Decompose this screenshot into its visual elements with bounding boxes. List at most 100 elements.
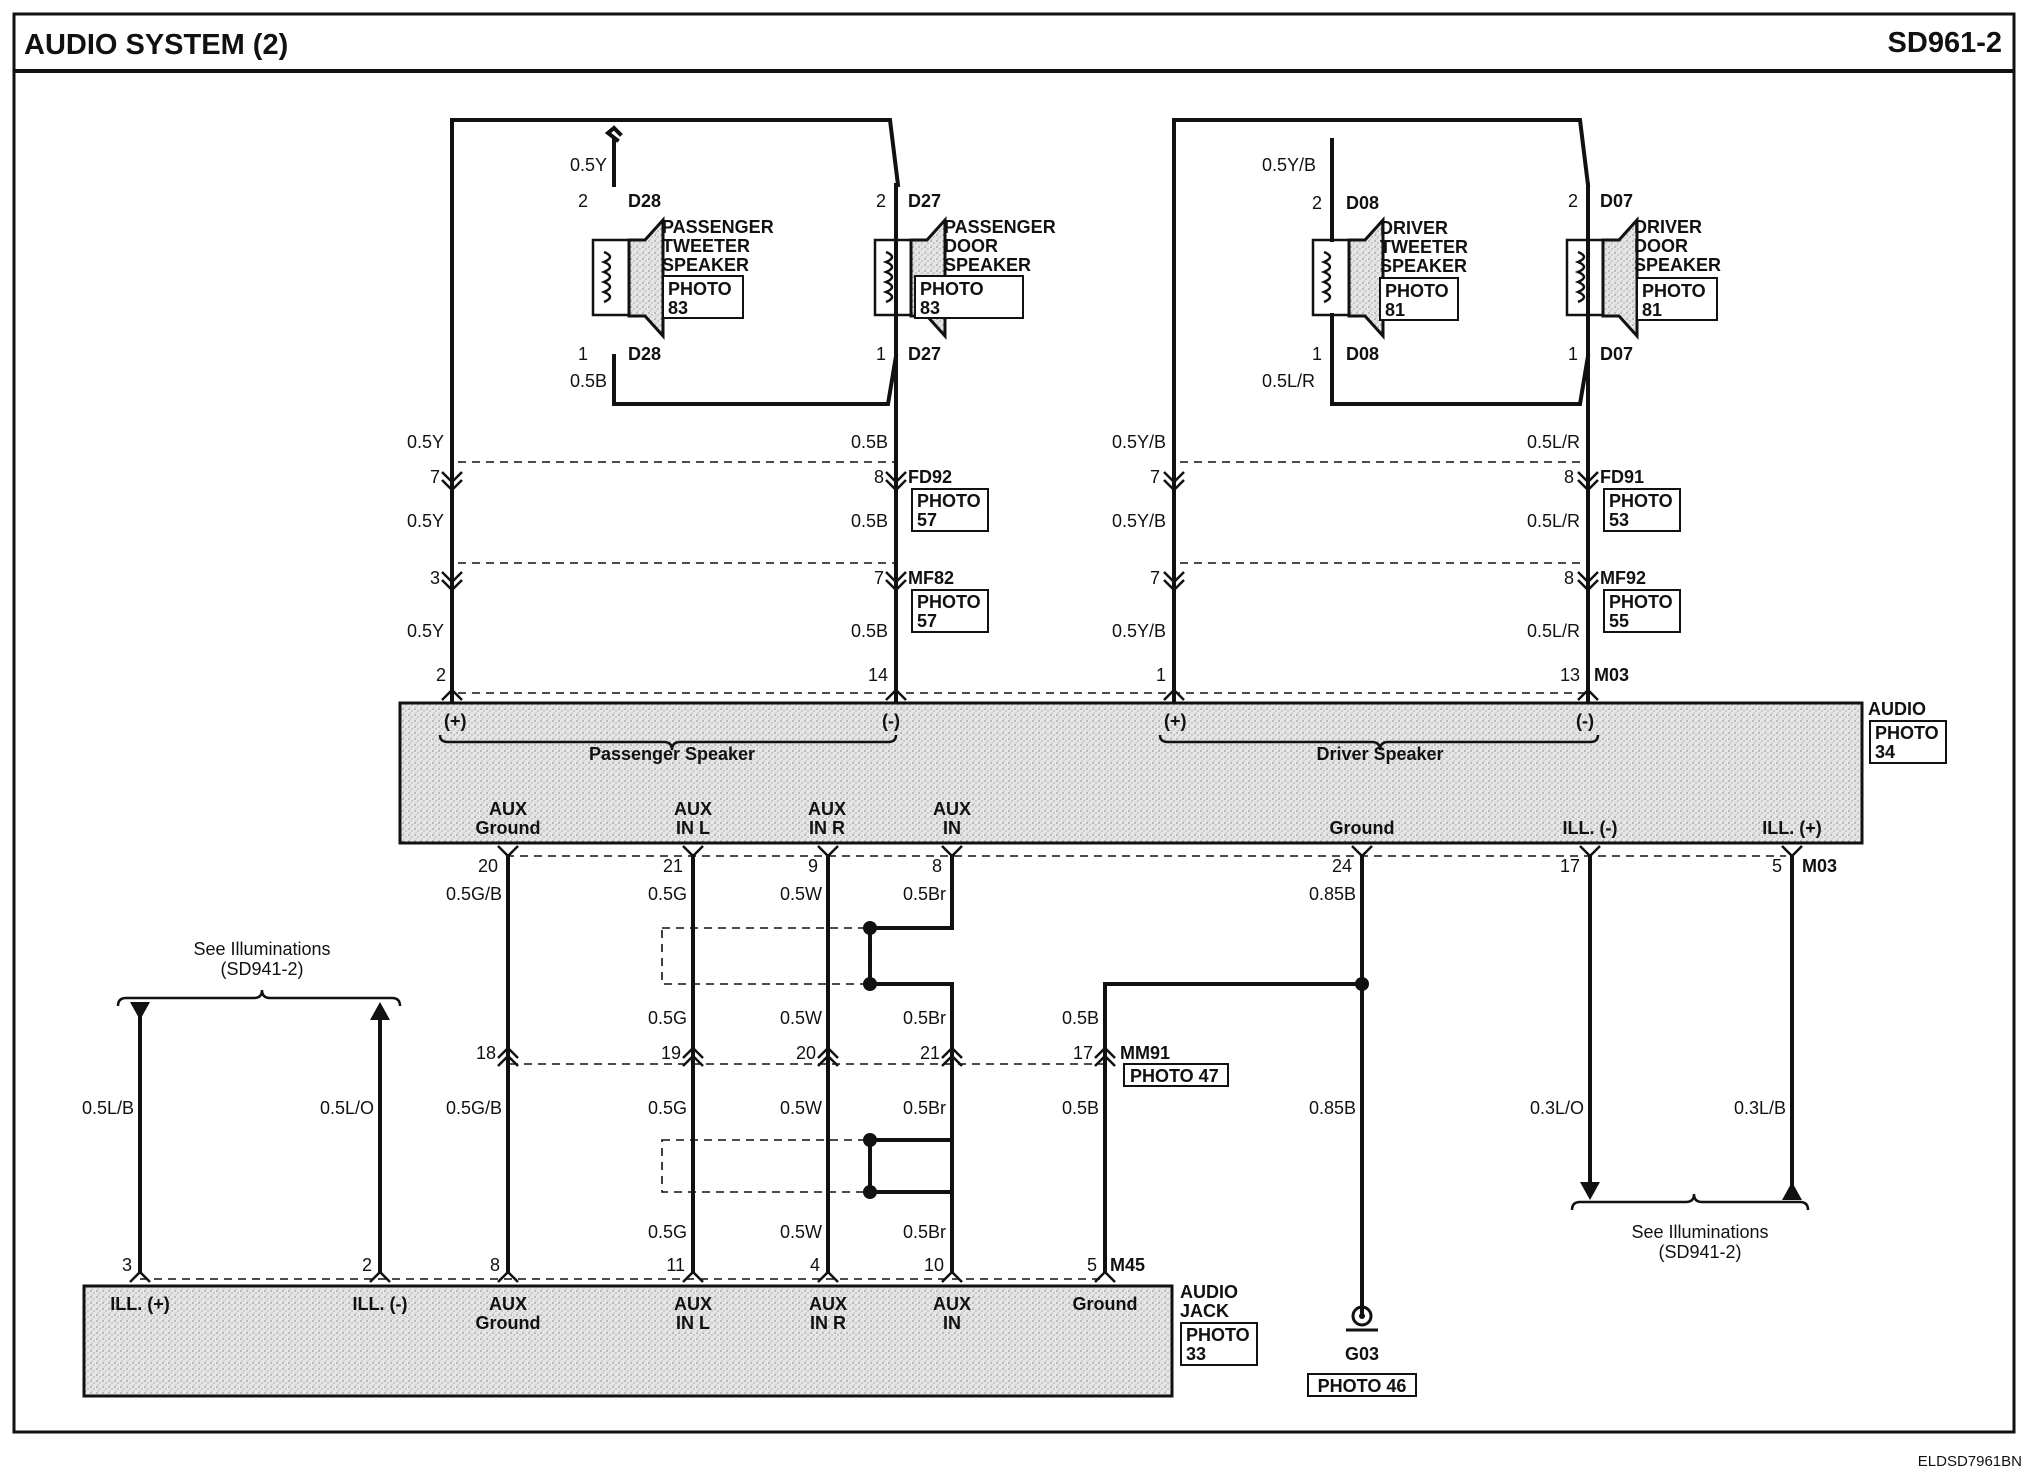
photo-ref-number: 81 [1642,300,1662,320]
terminal-label: ILL. (-) [1563,818,1618,838]
photo-ref: PHOTO [917,592,981,612]
connector-id: D08 [1346,193,1379,213]
pin-number: 5 [1087,1255,1097,1275]
photo-ref: PHOTO [1186,1325,1250,1345]
wire-label: 0.5B [851,432,888,452]
cross-reference[interactable]: See Illuminations [193,939,330,959]
connector-id: M03 [1594,665,1629,685]
cross-reference[interactable]: See Illuminations [1631,1222,1768,1242]
wire-label: 0.5Y [407,621,444,641]
ground-g03-icon [1346,1298,1378,1332]
terminal-label: Ground [476,1313,541,1333]
pin-number: 8 [932,856,942,876]
pin-number: 2 [876,191,886,211]
illumination-wires-left [116,989,402,1274]
ground-wire [1103,854,1364,1302]
pin-number: 4 [810,1255,820,1275]
connector-id: MF92 [1600,568,1646,588]
pin-number: 2 [1568,191,1578,211]
terminal-label: AUX [674,1294,712,1314]
wire-label: 0.5L/R [1262,371,1315,391]
pin-number: 8 [1564,568,1574,588]
photo-ref-number: 33 [1186,1344,1206,1364]
component-name: TWEETER [662,236,750,256]
terminal-label: Ground [1073,1294,1138,1314]
passenger-speaker-loop [450,118,901,702]
group-label: Driver Speaker [1316,744,1443,764]
connector-chevrons [497,1046,1116,1067]
photo-ref: PHOTO [1642,281,1706,301]
terminal-label: IN L [676,1313,710,1333]
terminal-label: Ground [476,818,541,838]
pin-number: 17 [1073,1043,1093,1063]
connector-id: MF82 [908,568,954,588]
photo-ref: PHOTO [1609,491,1673,511]
terminal-label: (+) [444,711,467,731]
component-name: PASSENGER [944,217,1056,237]
wire-label: 0.3L/O [1530,1098,1584,1118]
pin-number: 2 [578,191,588,211]
component-name: DOOR [944,236,998,256]
splice-point [1355,977,1369,991]
splice-point [863,1185,877,1199]
pin-number: 8 [490,1255,500,1275]
pin-number: 21 [920,1043,940,1063]
wire-label: 0.5Y/B [1112,511,1166,531]
wire-label: 0.5L/O [320,1098,374,1118]
cross-reference[interactable]: (SD941-2) [1658,1242,1741,1262]
component-name: PASSENGER [662,217,774,237]
pin-number: 20 [796,1043,816,1063]
connector-id: FD92 [908,467,952,487]
terminal-label: IN [943,818,961,838]
wire-label: 0.5B [570,371,607,391]
pin-number: 9 [808,856,818,876]
terminal-label: AUX [489,1294,527,1314]
group-label: Passenger Speaker [589,744,755,764]
connector-id: MM91 [1120,1043,1170,1063]
pin-number: 13 [1560,665,1580,685]
wire-label: 0.5G [648,884,687,904]
wire-label: 0.5G [648,1008,687,1028]
driver-speaker-loop [1172,118,1591,702]
wire-label: 0.5L/R [1527,432,1580,452]
pin-number: 8 [874,467,884,487]
wire-label: 0.5W [780,1008,822,1028]
connector-id: D27 [908,344,941,364]
component-name: DRIVER [1380,218,1448,238]
photo-ref-number: 83 [668,298,688,318]
pin-number: 7 [1150,568,1160,588]
component-name: DOOR [1634,236,1688,256]
wire-label: 0.5Y/B [1262,155,1316,175]
connector-id: D07 [1600,191,1633,211]
photo-ref-number: 55 [1609,611,1629,631]
shield-outline [661,927,871,985]
wire-label: 0.5B [851,511,888,531]
pin-number: 2 [362,1255,372,1275]
terminal-label: AUX [933,799,971,819]
photo-ref: PHOTO [920,279,984,299]
group-brace [1158,734,1600,751]
cross-reference[interactable]: (SD941-2) [220,959,303,979]
driver-door-speaker [1565,183,1639,358]
audio-unit-body [398,701,1864,845]
wire-label: 0.5Y/B [1112,621,1166,641]
wire-label: 0.5B [1062,1098,1099,1118]
photo-ref: PHOTO [1385,281,1449,301]
pin-number: 20 [478,856,498,876]
terminal-label: AUX [933,1294,971,1314]
photo-ref-number: 57 [917,611,937,631]
connector-id: D07 [1600,344,1633,364]
photo-ref: PHOTO [917,491,981,511]
wire-label: 0.5W [780,884,822,904]
pin-number: 19 [661,1043,681,1063]
terminal-label: IN R [810,1313,846,1333]
pin-number: 1 [876,344,886,364]
pin-number: 3 [430,568,440,588]
aux-wires [506,854,954,1274]
wire-label: 0.5G [648,1222,687,1242]
terminal-label: AUX [808,799,846,819]
wire-label: 0.85B [1309,884,1356,904]
page-title: AUDIO SYSTEM (2) [24,29,288,61]
wire-label: 0.5Br [903,1008,946,1028]
